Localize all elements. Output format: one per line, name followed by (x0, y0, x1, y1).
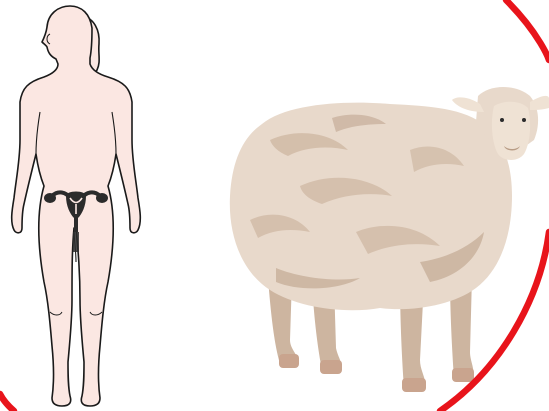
ovary-left (44, 193, 56, 203)
sheep-ear-right (530, 96, 549, 110)
hoof (402, 378, 426, 392)
sheep-eye-left (500, 118, 504, 122)
vaginal-canal (73, 232, 79, 252)
female-body-icon (12, 6, 141, 406)
sheep-face (492, 102, 530, 160)
sheep-body (230, 103, 512, 311)
ovary-right (96, 193, 108, 203)
hoof (452, 368, 474, 382)
hoof (320, 360, 342, 374)
hoof (279, 354, 299, 368)
sheep-eye-right (522, 118, 526, 122)
